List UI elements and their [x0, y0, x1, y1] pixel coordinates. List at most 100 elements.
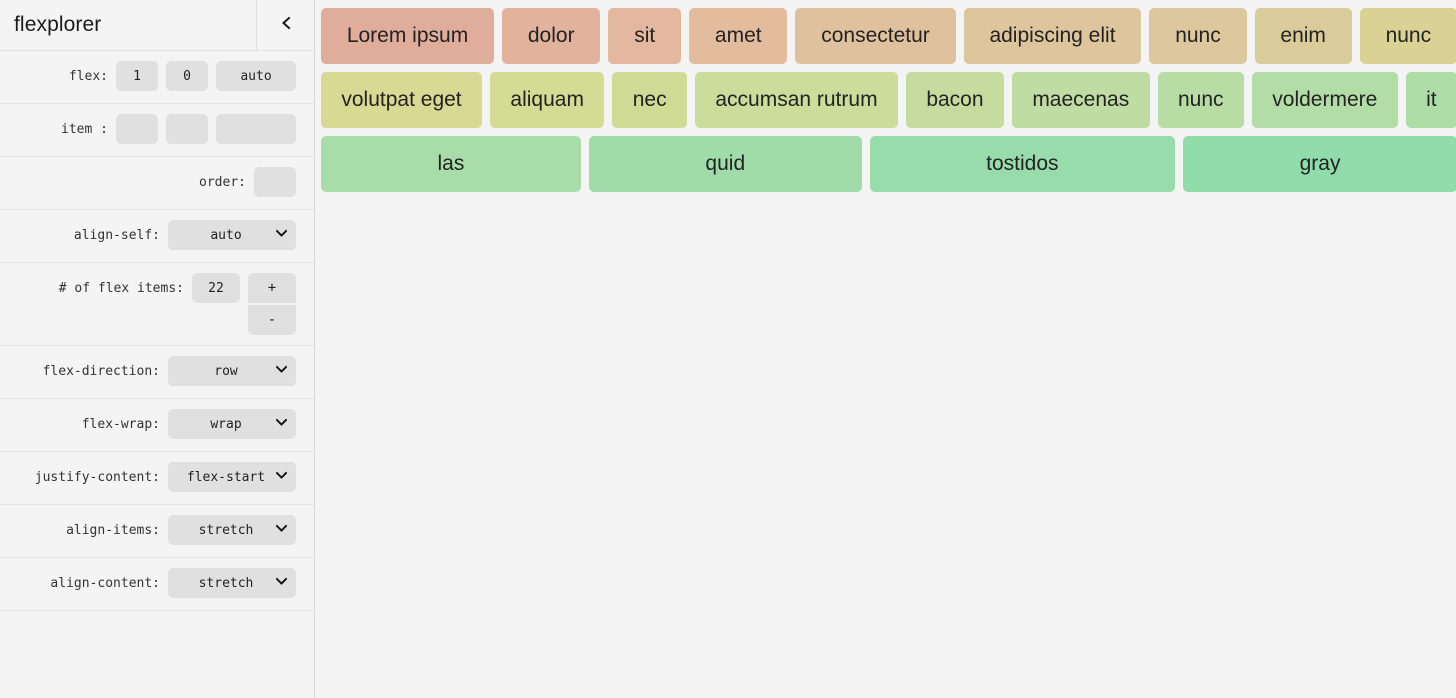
decrement-flex-items-button[interactable]: -	[248, 305, 296, 335]
item-shrink-input[interactable]	[166, 114, 208, 144]
flex-item[interactable]: bacon	[905, 72, 1004, 128]
align-items-select-wrapper: stretchflex-startflex-endcenterbaseline	[168, 515, 296, 545]
flex-item[interactable]: tostidos	[869, 136, 1176, 192]
flex-controls	[116, 61, 296, 91]
sidebar-row-flex-wrap: flex-wrap: nowrapwrapwrap-reverse	[0, 399, 314, 452]
chevron-left-icon	[280, 16, 292, 34]
increment-flex-items-button[interactable]: +	[248, 273, 296, 303]
flex-wrap-select-wrapper: nowrapwrapwrap-reverse	[168, 409, 296, 439]
flex-wrap-select[interactable]: nowrapwrapwrap-reverse	[168, 409, 296, 439]
flex-label: flex:	[68, 69, 108, 84]
flex-item-label: quid	[705, 152, 746, 175]
sidebar-row-justify-content: justify-content: flex-startflex-endcenter…	[0, 452, 314, 505]
flex-item-label: volutpat eget	[341, 88, 462, 111]
sidebar-row-item: item :	[0, 104, 314, 157]
flex-shrink-input[interactable]	[166, 61, 208, 91]
sidebar-row-flex: flex:	[0, 51, 314, 104]
align-content-select[interactable]: stretchflex-startflex-endcenterspace-bet…	[168, 568, 296, 598]
justify-content-label: justify-content:	[34, 470, 160, 485]
align-self-select-wrapper: autoflex-startflex-endcenterbaselinestre…	[168, 220, 296, 250]
align-content-controls: stretchflex-startflex-endcenterspace-bet…	[168, 568, 296, 598]
flex-container: Lorem ipsum dolor sit amet consectetur adipis…	[321, 8, 1456, 196]
flex-direction-controls: rowrow-reversecolumncolumn-reverse	[168, 356, 296, 386]
flex-item[interactable]: dolor	[502, 8, 601, 64]
flex-item-label: it	[1426, 88, 1437, 111]
flex-item-label: sit	[634, 24, 656, 47]
flex-basis-input[interactable]	[216, 61, 296, 91]
flex-item-label: las	[437, 152, 465, 175]
sidebar: flexplorer flex:item :order:align-self:a…	[0, 0, 315, 698]
sidebar-row-align-items: align-items: stretchflex-startflex-endcen…	[0, 505, 314, 558]
flex-item[interactable]: nec	[612, 72, 687, 128]
flex-item[interactable]: amet	[689, 8, 788, 64]
sidebar-row-align-self: align-self: autoflex-startflex-endcenterb…	[0, 210, 314, 263]
sidebar-row-count: # of flex items: +-	[0, 263, 314, 346]
flex-item-label: nunc	[1177, 88, 1224, 111]
align-items-label: align-items:	[66, 523, 160, 538]
flex-item-count-input[interactable]	[192, 273, 240, 303]
flex-direction-select[interactable]: rowrow-reversecolumncolumn-reverse	[168, 356, 296, 386]
flex-item[interactable]: las	[321, 136, 581, 192]
item-grow-input[interactable]	[116, 114, 158, 144]
flex-item[interactable]: gray	[1183, 136, 1456, 192]
order-label: order:	[199, 175, 246, 190]
flex-item-label: adipiscing elit	[989, 24, 1116, 47]
flex-canvas-area: Lorem ipsum dolor sit amet consectetur adipis…	[315, 0, 1456, 698]
flex-item-label: Lorem ipsum	[346, 24, 469, 47]
item-controls	[116, 114, 296, 144]
flex-item[interactable]: enim	[1254, 8, 1352, 64]
flex-item-label: bacon	[926, 88, 984, 111]
flex-item[interactable]: voldermere	[1251, 72, 1398, 128]
flex-item-label: nec	[632, 88, 667, 111]
align-self-label: align-self:	[73, 228, 160, 243]
sidebar-row-order: order:	[0, 157, 314, 210]
flex-item[interactable]: quid	[588, 136, 862, 192]
flex-item-label: enim	[1280, 24, 1326, 47]
align-self-select[interactable]: autoflex-startflex-endcenterbaselinestre…	[168, 220, 296, 250]
flex-item-label: amet	[714, 24, 762, 47]
flex-item-label: maecenas	[1032, 88, 1130, 111]
order-input[interactable]	[254, 167, 296, 197]
justify-content-select-wrapper: flex-startflex-endcenterspace-betweenspa…	[168, 462, 296, 492]
count-label: # of flex items:	[58, 281, 184, 296]
flex-item[interactable]: nunc	[1149, 8, 1247, 64]
align-content-select-wrapper: stretchflex-startflex-endcenterspace-bet…	[168, 568, 296, 598]
align-items-select[interactable]: stretchflex-startflex-endcenterbaseline	[168, 515, 296, 545]
flex-item-count-stepper: +-	[248, 273, 296, 335]
flex-direction-label: flex-direction:	[42, 364, 160, 379]
flex-item[interactable]: consectetur	[795, 8, 956, 64]
flex-item[interactable]: nunc	[1359, 8, 1456, 64]
count-controls: +-	[192, 273, 296, 335]
flex-item-label: aliquam	[510, 88, 584, 111]
flex-item[interactable]: aliquam	[490, 72, 605, 128]
align-self-controls: autoflex-startflex-endcenterbaselinestre…	[168, 220, 296, 250]
sidebar-row-flex-direction: flex-direction: rowrow-reversecolumncolum…	[0, 346, 314, 399]
flex-item[interactable]: volutpat eget	[321, 72, 483, 128]
sidebar-collapse-button[interactable]	[256, 0, 314, 51]
align-items-controls: stretchflex-startflex-endcenterbaseline	[168, 515, 296, 545]
flex-item[interactable]: Lorem ipsum	[321, 8, 495, 64]
flex-direction-select-wrapper: rowrow-reversecolumncolumn-reverse	[168, 356, 296, 386]
item-basis-input[interactable]	[216, 114, 296, 144]
justify-content-select[interactable]: flex-startflex-endcenterspace-betweenspa…	[168, 462, 296, 492]
flex-item[interactable]: maecenas	[1011, 72, 1150, 128]
flex-item-label: tostidos	[986, 152, 1059, 175]
flex-grow-input[interactable]	[116, 61, 158, 91]
flex-item-label: gray	[1299, 152, 1341, 175]
page-title: flexplorer	[14, 13, 102, 36]
sidebar-header: flexplorer	[0, 0, 314, 51]
flex-item[interactable]: accumsan rutrum	[694, 72, 898, 128]
flex-item-label: voldermere	[1272, 88, 1378, 111]
item-label: item :	[61, 122, 108, 137]
flex-item[interactable]: sit	[608, 8, 682, 64]
flex-item-label: consectetur	[821, 24, 930, 47]
sidebar-control-rows: flex: item : order: align-self: autoflex-sta…	[0, 51, 314, 611]
sidebar-row-align-content: align-content:stretchflex-startflex-endc…	[0, 558, 314, 611]
flex-item[interactable]: it	[1405, 72, 1456, 128]
flex-item-label: nunc	[1385, 24, 1432, 47]
order-controls	[254, 167, 296, 197]
flex-item[interactable]: nunc	[1157, 72, 1244, 128]
flex-item[interactable]: adipiscing elit	[963, 8, 1142, 64]
flex-wrap-label: flex-wrap:	[81, 417, 160, 432]
